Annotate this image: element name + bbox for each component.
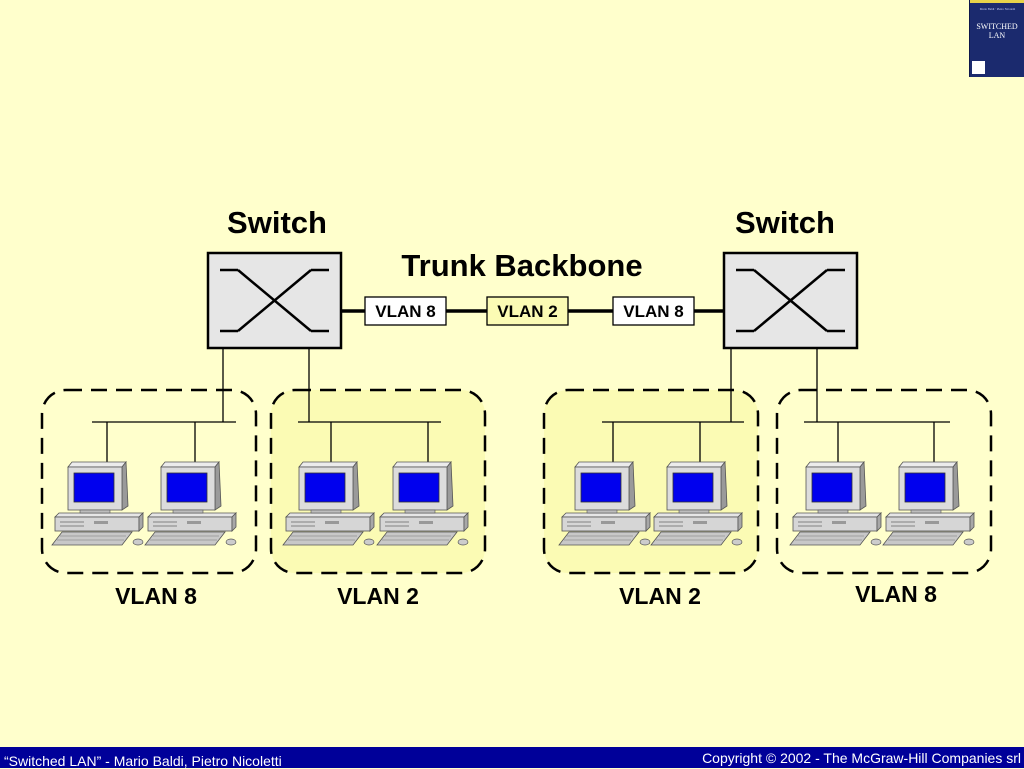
workstation-7-icon: [789, 461, 882, 546]
trunk-tag-3-box: [612, 296, 695, 326]
cover-title: SWITCHED LAN: [976, 22, 1018, 40]
trunk-tag-2: VLAN 2: [497, 302, 557, 321]
lan-segment-lines: [92, 348, 950, 462]
switch-right-icon: [722, 251, 859, 350]
workstation-2-icon: [144, 461, 237, 546]
workstation-8-icon: [882, 461, 975, 546]
trunk-tag-3: VLAN 8: [623, 302, 683, 321]
switch-left-label: Switch: [227, 205, 327, 240]
vlan-group-4-label: VLAN 8: [855, 581, 937, 607]
vlan-group-4: [775, 388, 993, 575]
trunk-tag-1-box: [364, 296, 447, 326]
publisher-logo-icon: [972, 61, 985, 74]
cover-band: [970, 0, 1024, 3]
trunk-tag-2-box: [486, 296, 569, 326]
vlan-group-1: [40, 388, 258, 575]
vlan-group-3-label: VLAN 2: [619, 583, 701, 609]
footer-bar: “Switched LAN” - Mario Baldi, Pietro Nic…: [0, 747, 1024, 769]
vlan-group-1-label: VLAN 8: [115, 583, 197, 609]
workstation-1-icon: [51, 461, 144, 546]
cover-authors: Mario Baldi · Pietro Nicoletti: [979, 7, 1016, 11]
trunk-tag-1: VLAN 8: [375, 302, 435, 321]
switch-right-label: Switch: [735, 205, 835, 240]
footer-copyright: Copyright © 2002 - The McGraw-Hill Compa…: [702, 750, 1021, 766]
network-diagram: VLAN 8 VLAN 2 VLAN 8 Switch Switch Trunk…: [40, 205, 993, 609]
footer-book-credit: “Switched LAN” - Mario Baldi, Pietro Nic…: [4, 753, 282, 769]
vlan-group-2-label: VLAN 2: [337, 583, 419, 609]
switch-left-icon: [206, 251, 343, 350]
trunk-backbone-label: Trunk Backbone: [401, 248, 642, 283]
book-cover-icon: Mario Baldi · Pietro Nicoletti SWITCHED …: [969, 0, 1024, 77]
